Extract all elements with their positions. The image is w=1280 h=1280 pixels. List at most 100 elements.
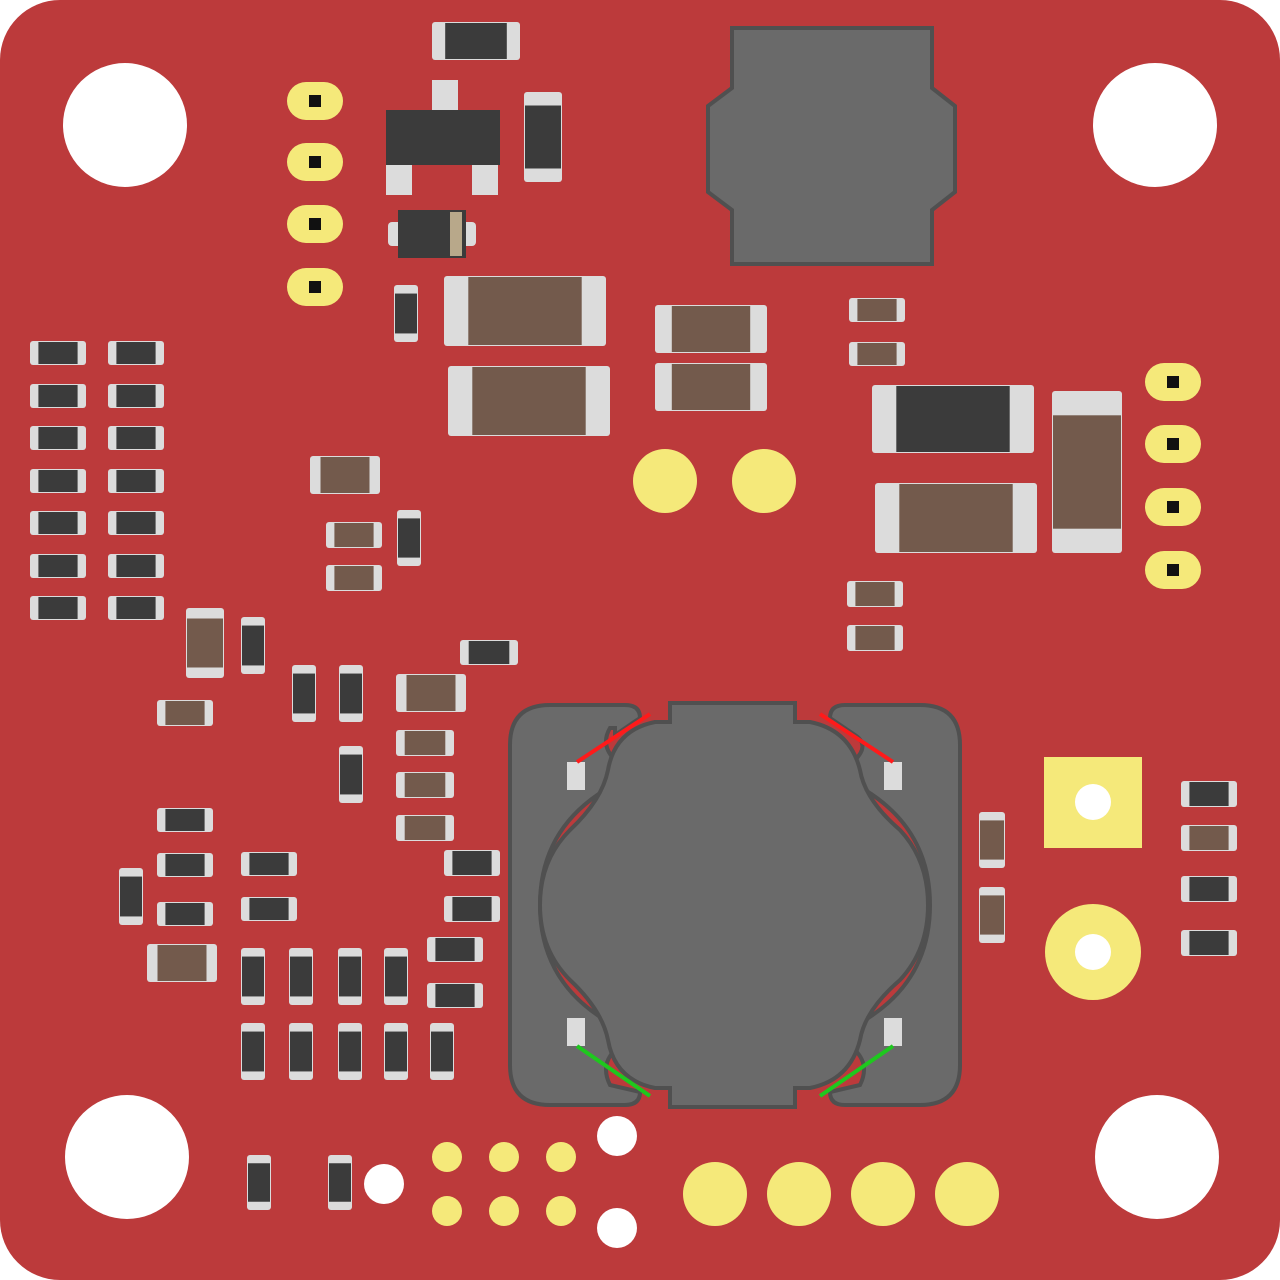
mounting-hole: [1095, 1095, 1219, 1219]
component-body: [857, 299, 897, 321]
component-body: [855, 626, 895, 650]
component-body: [329, 1163, 351, 1202]
sot23-pin: [472, 163, 498, 195]
smd-component: [241, 1023, 265, 1080]
smd-component: [339, 665, 363, 722]
pad-drill: [309, 156, 321, 168]
smd-component: [108, 384, 164, 408]
component-body: [472, 367, 586, 435]
component-body: [120, 876, 142, 917]
smd-component: [30, 384, 86, 408]
smd-component: [30, 341, 86, 365]
inductor-pad: [884, 762, 902, 790]
component-body: [334, 523, 374, 547]
smd-component: [326, 565, 382, 591]
smd-component: [30, 596, 86, 620]
smd-component: [108, 426, 164, 450]
component-body: [38, 427, 78, 449]
component-body: [242, 625, 264, 666]
component-body: [406, 675, 456, 711]
smd-component: [108, 554, 164, 578]
component-body: [445, 23, 507, 59]
component-body: [290, 1031, 312, 1072]
component-body: [290, 956, 312, 997]
via-hole: [597, 1116, 637, 1156]
smd-component: [396, 730, 454, 756]
component-body: [525, 105, 561, 169]
pad-hole: [1075, 934, 1111, 970]
connector-pad: [935, 1162, 999, 1226]
smd-component: [30, 426, 86, 450]
mounting-hole: [1093, 63, 1217, 187]
small-pad: [432, 1196, 462, 1226]
polarity-mark-red: [818, 712, 895, 764]
component-body: [165, 903, 205, 925]
smd-component: [872, 385, 1034, 453]
component-body: [339, 1031, 361, 1072]
smd-component: [241, 897, 297, 921]
smd-component: [979, 887, 1005, 943]
smd-component: [289, 1023, 313, 1080]
polarity-mark-green: [575, 1044, 652, 1098]
component-body: [38, 342, 78, 364]
pad-drill: [1167, 564, 1179, 576]
inductor-pad: [567, 762, 585, 790]
smd-component: [849, 298, 905, 322]
smd-component: [444, 850, 500, 876]
smd-component: [108, 596, 164, 620]
component-body: [1189, 826, 1229, 850]
test-pad: [633, 449, 697, 513]
component-body: [385, 956, 407, 997]
component-body: [899, 484, 1013, 552]
small-pad: [546, 1196, 576, 1226]
inductor-pad: [884, 1018, 902, 1046]
component-body: [1189, 931, 1229, 955]
mounting-hole: [63, 63, 187, 187]
component-body: [398, 518, 420, 558]
smd-component: [241, 617, 265, 674]
smd-component: [655, 305, 767, 353]
sot23-transistor: [386, 110, 500, 165]
component-body: [293, 673, 315, 714]
smd-component: [157, 853, 213, 877]
component-body: [671, 306, 751, 352]
smd-component: [847, 625, 903, 651]
smd-component: [444, 276, 606, 346]
pad-drill: [309, 281, 321, 293]
smd-component: [328, 1155, 352, 1210]
component-body: [980, 820, 1004, 860]
component-body: [116, 342, 156, 364]
smd-component: [427, 983, 483, 1008]
pad-hole: [1075, 784, 1111, 820]
component-body: [671, 364, 751, 410]
smd-component: [849, 342, 905, 366]
component-body: [468, 277, 582, 345]
component-body: [242, 1031, 264, 1072]
smd-component: [289, 948, 313, 1005]
component-body: [38, 470, 78, 492]
component-body: [116, 427, 156, 449]
smd-component: [396, 815, 454, 841]
pad-drill: [309, 95, 321, 107]
inductor-top: [706, 26, 957, 266]
component-body: [165, 809, 205, 831]
polarity-mark-green: [818, 1044, 895, 1098]
small-pad: [546, 1142, 576, 1172]
polarity-mark-red: [575, 712, 652, 764]
smd-component: [108, 469, 164, 493]
component-body: [38, 512, 78, 534]
smd-component: [339, 746, 363, 803]
smd-component: [119, 868, 143, 925]
smd-component: [326, 522, 382, 548]
smd-component: [396, 772, 454, 798]
smd-component: [1181, 781, 1237, 807]
smd-component: [108, 511, 164, 535]
sot23-pin: [432, 80, 458, 112]
smd-component: [384, 948, 408, 1005]
smd-component: [1052, 391, 1122, 553]
smd-component: [384, 1023, 408, 1080]
component-body: [857, 343, 897, 365]
smd-component: [524, 92, 562, 182]
smd-component: [427, 937, 483, 962]
